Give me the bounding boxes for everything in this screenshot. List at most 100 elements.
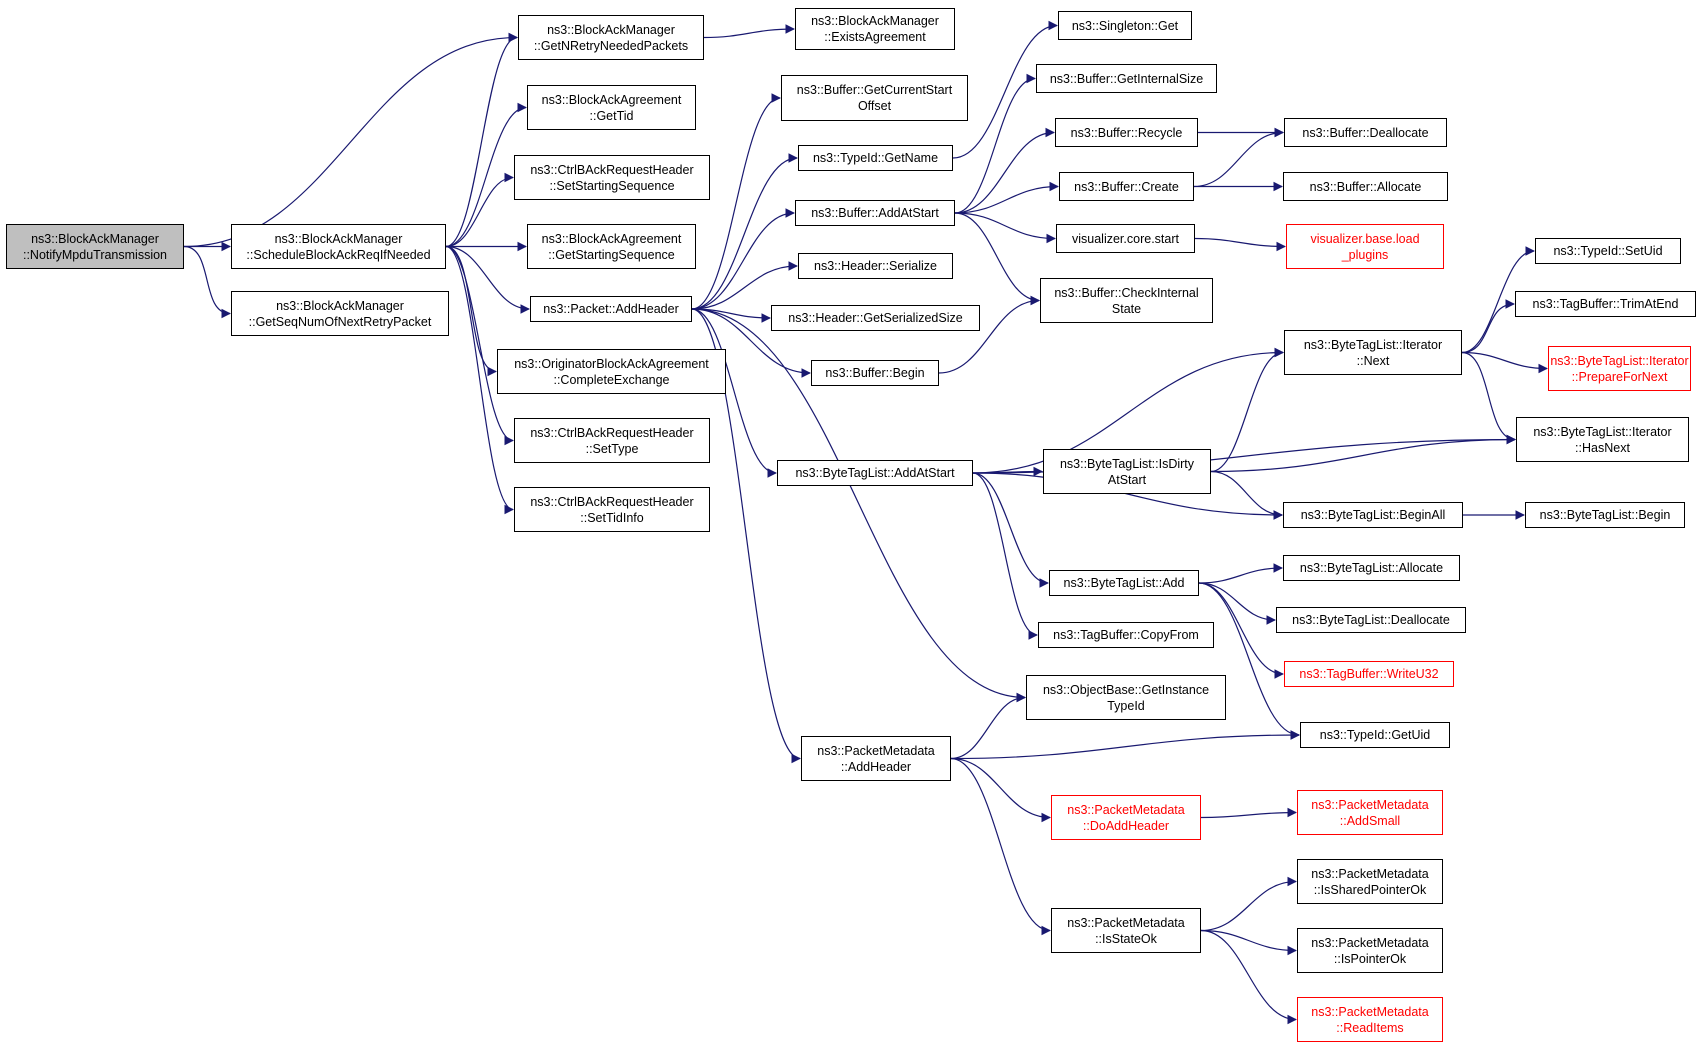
- node-label-line: ns3::ByteTagList::Iterator: [1550, 353, 1689, 368]
- node-doaddheader[interactable]: ns3::PacketMetadata::DoAddHeader: [1051, 795, 1201, 840]
- node-isstateok[interactable]: ns3::PacketMetadata::IsStateOk: [1051, 908, 1201, 953]
- node-getname[interactable]: ns3::TypeId::GetName: [798, 145, 953, 171]
- node-label-line: ns3::ByteTagList::Iterator: [1533, 424, 1672, 439]
- node-complete[interactable]: ns3::OriginatorBlockAckAgreement::Comple…: [497, 349, 726, 394]
- node-label-line: ns3::Buffer::Deallocate: [1302, 125, 1429, 140]
- node-iternext[interactable]: ns3::ByteTagList::Iterator::Next: [1284, 330, 1462, 375]
- node-btlbegin[interactable]: ns3::ByteTagList::Begin: [1525, 502, 1685, 528]
- edge-pmaddheader-to-getuid: [950, 730, 1300, 760]
- edge-btladd-to-btldealloc: [1198, 582, 1276, 625]
- edge-schedule-to-settidinfo: [445, 245, 514, 515]
- node-hasnext[interactable]: ns3::ByteTagList::Iterator::HasNext: [1516, 417, 1689, 462]
- node-btladd[interactable]: ns3::ByteTagList::Add: [1049, 570, 1199, 596]
- edge-btladdatstart-to-btladd: [972, 472, 1049, 588]
- edge-doaddheader-to-addsmall: [1200, 807, 1297, 819]
- node-alloc[interactable]: ns3::Buffer::Allocate: [1283, 172, 1448, 201]
- node-label-line: ns3::ByteTagList::BeginAll: [1300, 508, 1446, 522]
- edge-btladd-to-btlallocate: [1198, 563, 1283, 584]
- node-label-line: ns3::PacketMetadata: [817, 743, 935, 758]
- node-bufcreate[interactable]: ns3::Buffer::Create: [1059, 172, 1194, 201]
- node-label-line: ns3::ByteTagList::AddAtStart: [795, 466, 955, 480]
- node-loadplugins[interactable]: visualizer.base.load_plugins: [1286, 224, 1444, 269]
- node-label-line: ::ReadItems: [1336, 1020, 1404, 1035]
- edge-bufcreate-to-dealloc: [1193, 127, 1284, 188]
- node-label-line: ::SetType: [585, 441, 639, 456]
- node-notify[interactable]: ns3::BlockAckManager::NotifyMpduTransmis…: [6, 224, 184, 269]
- edge-bufaddatstart-to-checkinternal: [954, 212, 1040, 306]
- node-recycle[interactable]: ns3::Buffer::Recycle: [1055, 118, 1198, 147]
- node-bufaddatstart[interactable]: ns3::Buffer::AddAtStart: [795, 200, 955, 226]
- node-label-line: TypeId: [1107, 698, 1145, 713]
- node-label-line: AtStart: [1107, 472, 1147, 487]
- node-label-line: ns3::Buffer::GetInternalSize: [1049, 71, 1204, 86]
- node-label-line: ns3::PacketMetadata: [1067, 802, 1185, 817]
- node-label-line: ::IsSharedPointerOk: [1313, 882, 1427, 897]
- node-addsmall[interactable]: ns3::PacketMetadata::AddSmall: [1297, 790, 1443, 835]
- node-writeu32[interactable]: ns3::TagBuffer::WriteU32: [1284, 661, 1454, 687]
- node-label-line: ns3::TypeId::SetUid: [1553, 244, 1663, 258]
- edge-btladdatstart-to-copyfrom: [972, 472, 1038, 640]
- node-label-line: ::GetNRetryNeededPackets: [533, 38, 689, 53]
- node-addheader[interactable]: ns3::Packet::AddHeader: [530, 296, 692, 322]
- edge-getname-to-singleton: [952, 20, 1058, 159]
- node-getuid[interactable]: ns3::TypeId::GetUid: [1300, 722, 1450, 748]
- node-btldealloc[interactable]: ns3::ByteTagList::Deallocate: [1276, 607, 1466, 633]
- node-label-line: ns3::BlockAckAgreement: [541, 231, 682, 246]
- node-hdrgetsize[interactable]: ns3::Header::GetSerializedSize: [771, 305, 980, 331]
- node-label-line: ::HasNext: [1575, 440, 1630, 455]
- node-btlallocate[interactable]: ns3::ByteTagList::Allocate: [1283, 555, 1460, 581]
- edge-schedule-to-gettid: [445, 102, 527, 248]
- node-schedule[interactable]: ns3::BlockAckManager::ScheduleBlockAckRe…: [231, 224, 446, 269]
- node-label-line: _plugins: [1341, 247, 1389, 262]
- node-label-line: ns3::ByteTagList::Add: [1063, 576, 1185, 590]
- node-label-line: ns3::Packet::AddHeader: [543, 302, 679, 316]
- node-label-line: ns3::ByteTagList::Iterator: [1303, 337, 1443, 352]
- node-setuid[interactable]: ns3::TypeId::SetUid: [1535, 238, 1681, 264]
- node-existsagr[interactable]: ns3::BlockAckManager::ExistsAgreement: [795, 8, 955, 50]
- node-label-line: ns3::PacketMetadata: [1311, 1004, 1429, 1019]
- edge-btladdatstart-to-beginall: [972, 472, 1283, 520]
- node-pmaddheader[interactable]: ns3::PacketMetadata::AddHeader: [801, 736, 951, 781]
- node-setstartseq[interactable]: ns3::CtrlBAckRequestHeader::SetStartingS…: [514, 155, 710, 200]
- node-getstartseq[interactable]: ns3::BlockAckAgreement::GetStartingSeque…: [527, 224, 696, 269]
- node-label-line: ns3::Buffer::AddAtStart: [811, 206, 939, 220]
- node-getnretry[interactable]: ns3::BlockAckManager::GetNRetryNeededPac…: [518, 15, 704, 60]
- edge-isdirty-to-beginall: [1210, 470, 1283, 520]
- edge-addheader-to-btladdatstart: [691, 308, 777, 478]
- edge-bufbegin-to-checkinternal: [938, 295, 1040, 374]
- node-hdrserialize[interactable]: ns3::Header::Serialize: [798, 253, 953, 279]
- edge-addheader-to-bufaddatstart: [691, 208, 795, 310]
- node-readitems[interactable]: ns3::PacketMetadata::ReadItems: [1297, 997, 1443, 1042]
- node-beginall[interactable]: ns3::ByteTagList::BeginAll: [1283, 502, 1463, 528]
- node-gettid[interactable]: ns3::BlockAckAgreement::GetTid: [527, 85, 696, 130]
- node-copyfrom[interactable]: ns3::TagBuffer::CopyFrom: [1038, 622, 1214, 648]
- edge-pmaddheader-to-isstateok: [950, 757, 1051, 936]
- node-isptrok[interactable]: ns3::PacketMetadata::IsPointerOk: [1297, 928, 1443, 973]
- node-settype[interactable]: ns3::CtrlBAckRequestHeader::SetType: [514, 418, 710, 463]
- node-btladdatstart[interactable]: ns3::ByteTagList::AddAtStart: [777, 460, 973, 486]
- node-settidinfo[interactable]: ns3::CtrlBAckRequestHeader::SetTidInfo: [514, 487, 710, 532]
- node-trimatend[interactable]: ns3::TagBuffer::TrimAtEnd: [1515, 291, 1696, 317]
- node-label-line: ns3::BlockAckManager: [274, 231, 403, 246]
- node-issharedptr[interactable]: ns3::PacketMetadata::IsSharedPointerOk: [1297, 859, 1443, 904]
- node-getseqnum[interactable]: ns3::BlockAckManager::GetSeqNumOfNextRet…: [231, 291, 449, 336]
- node-singleton[interactable]: ns3::Singleton::Get: [1058, 11, 1192, 40]
- node-bufbegin[interactable]: ns3::Buffer::Begin: [811, 360, 939, 386]
- node-label-line: ns3::ByteTagList::Begin: [1539, 508, 1671, 522]
- node-label-line: ::NotifyMpduTransmission: [22, 247, 168, 262]
- node-label-line: ns3::PacketMetadata: [1311, 797, 1429, 812]
- edge-addheader-to-pmaddheader: [691, 308, 801, 764]
- edge-pmaddheader-to-doaddheader: [950, 757, 1051, 823]
- node-label-line: ns3::CtrlBAckRequestHeader: [530, 494, 694, 509]
- node-prepfornext[interactable]: ns3::ByteTagList::Iterator::PrepareForNe…: [1548, 346, 1691, 391]
- node-getinternalsize[interactable]: ns3::Buffer::GetInternalSize: [1036, 64, 1217, 93]
- node-vizstart[interactable]: visualizer.core.start: [1056, 224, 1195, 253]
- node-dealloc[interactable]: ns3::Buffer::Deallocate: [1284, 118, 1447, 147]
- edge-iternext-to-hasnext: [1461, 351, 1516, 445]
